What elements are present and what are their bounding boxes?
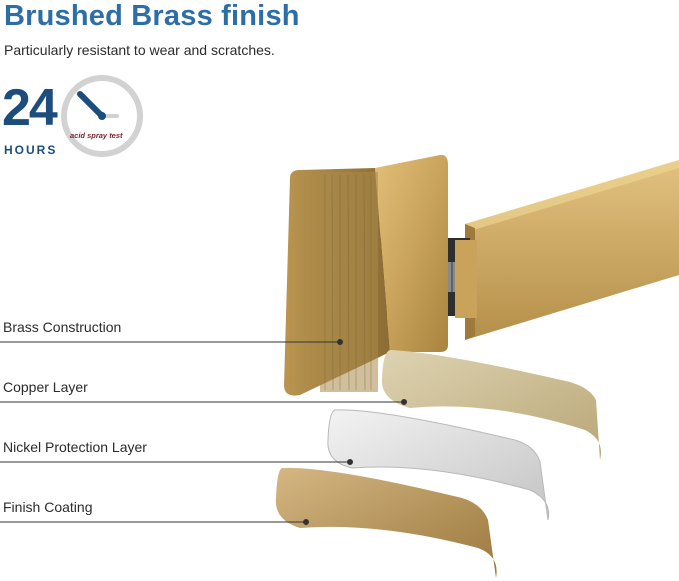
- label-copper-layer: Copper Layer: [3, 379, 88, 395]
- acid-test-badge: 24 HOURS acid spray test: [0, 68, 150, 163]
- copper-layer-shell: [381, 350, 601, 460]
- label-brass-construction: Brass Construction: [3, 319, 122, 335]
- label-nickel-protection-layer: Nickel Protection Layer: [3, 439, 147, 455]
- finish-coating-shell: [275, 467, 497, 578]
- leader-lines: [0, 339, 407, 525]
- page-title: Brushed Brass finish: [4, 0, 300, 32]
- nickel-layer-shell: [327, 409, 550, 521]
- mounting-bracket: [284, 154, 448, 396]
- badge-number: 24: [2, 79, 58, 137]
- label-finish-coating: Finish Coating: [3, 499, 93, 515]
- badge-unit: HOURS: [4, 143, 58, 157]
- clock-icon: [61, 75, 143, 157]
- badge-test-label: acid spray test: [70, 131, 123, 140]
- towel-bar: [465, 160, 679, 340]
- page-subtitle: Particularly resistant to wear and scrat…: [4, 42, 275, 58]
